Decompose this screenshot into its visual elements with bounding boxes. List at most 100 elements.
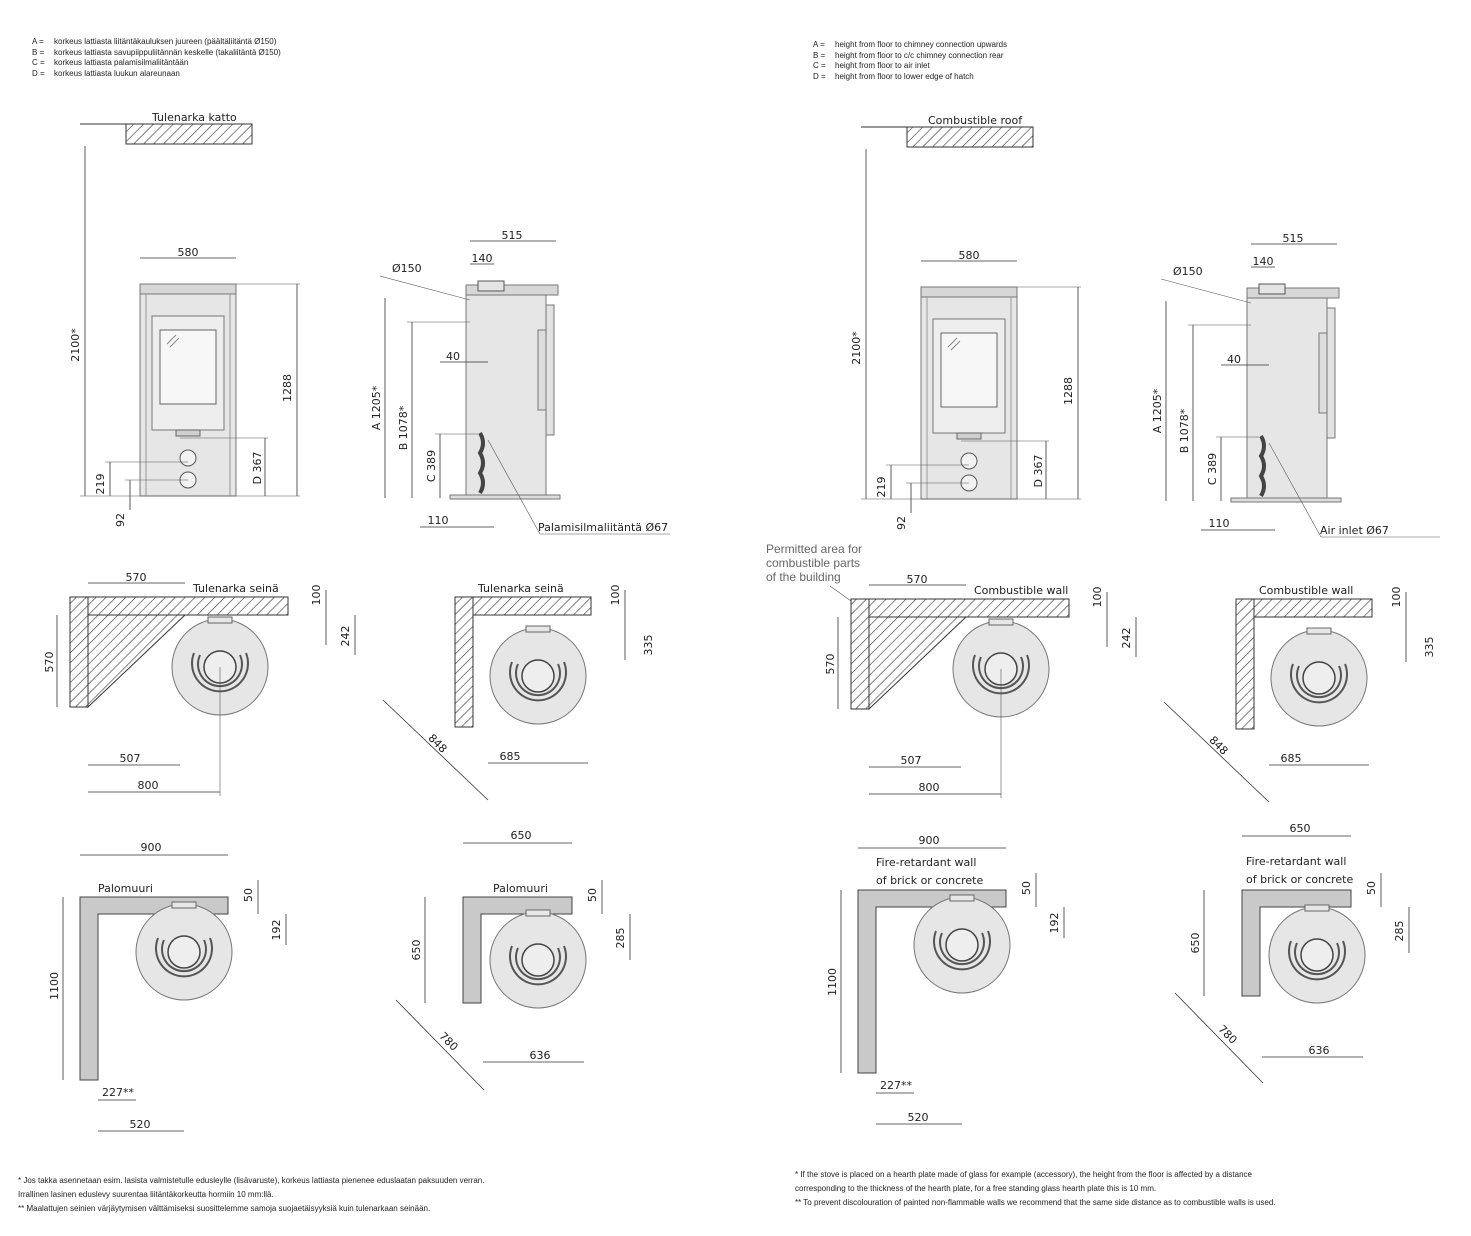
dim-650-side: 650: [1189, 933, 1202, 954]
dim-520: 520: [908, 1111, 929, 1124]
dim-40: 40: [446, 350, 460, 363]
dim-d367: D 367: [1032, 455, 1045, 488]
dim-a: A 1205*: [370, 385, 383, 430]
dim-335: 335: [642, 635, 655, 656]
dim-650-top: 650: [511, 829, 532, 842]
dim-242: 242: [1120, 628, 1133, 649]
firewall-label: Palomuuri: [493, 882, 548, 895]
dim-192: 192: [1048, 913, 1061, 934]
legend-key: A =: [813, 40, 825, 49]
roof-label: Combustible roof: [928, 114, 1023, 127]
dim-780: 780: [436, 1030, 460, 1054]
footnote: ** Maalattujen seinien värjäytymisen väl…: [18, 1204, 431, 1213]
legend-key: D =: [813, 71, 826, 81]
dim-780: 780: [1215, 1023, 1239, 1047]
legend-key: A =: [32, 37, 44, 46]
dim-285: 285: [614, 928, 627, 949]
legend-row: B = height from floor to c/c chimney conn…: [813, 51, 1007, 62]
permitted-area-label: combustible parts: [766, 556, 860, 570]
footnote: * If the stove is placed on a hearth pla…: [795, 1170, 1252, 1179]
dim-580: 580: [178, 246, 199, 259]
roof-label: Tulenarka katto: [151, 111, 237, 124]
firewall-label: Fire-retardant wall: [1246, 855, 1346, 868]
dim-40: 40: [1227, 353, 1241, 366]
legend-row: D =korkeus lattiasta luukun alareunaan: [32, 69, 281, 80]
dim-507: 507: [901, 754, 922, 767]
diagonal-wall-en: Combustible wall 100 335 848 685: [1163, 584, 1436, 803]
dim-800: 800: [919, 781, 940, 794]
side-elevation-fi: 515 140 Ø150 A 1205* B 1078* C 389 40 11…: [370, 229, 670, 535]
legend-text: korkeus lattiasta palamisilmaliitäntään: [54, 58, 189, 67]
legend-row: C =height from floor to air inlet: [813, 61, 1007, 72]
dim-140: 140: [1253, 255, 1274, 268]
dim-flue: Ø150: [1173, 265, 1203, 278]
dim-1288: 1288: [1062, 377, 1075, 405]
legend-text: korkeus lattiasta liitäntäkauluksen juur…: [54, 37, 277, 46]
dim-580: 580: [959, 249, 980, 262]
dim-1288: 1288: [281, 374, 294, 402]
footnote: Irrallinen lasinen eduslevy suurentaa li…: [18, 1190, 274, 1199]
legend-text: korkeus lattiasta luukun alareunaan: [54, 68, 180, 78]
legend-key: B =: [813, 50, 826, 60]
wall-label: Combustible wall: [974, 584, 1068, 597]
legend-text: height from floor to lower edge of hatch: [835, 71, 974, 81]
dim-100: 100: [1091, 587, 1104, 608]
dim-1100: 1100: [48, 972, 61, 1000]
dim-b: B 1078*: [1178, 408, 1191, 453]
footnote: ** To prevent discolouration of painted …: [795, 1198, 1276, 1207]
dim-92: 92: [114, 513, 127, 527]
dim-c: C 389: [425, 450, 438, 482]
dim-685: 685: [500, 750, 521, 763]
dim-570-top: 570: [126, 571, 147, 584]
legend-text: height from floor to c/c chimney connect…: [835, 50, 1004, 60]
legend-row: A = korkeus lattiasta liitäntäkauluksen j…: [32, 37, 281, 48]
permitted-area-label: Permitted area for: [766, 542, 862, 556]
dim-50: 50: [1020, 881, 1033, 895]
dim-50: 50: [242, 888, 255, 902]
dim-227: 227**: [102, 1086, 134, 1099]
dim-219: 219: [94, 474, 107, 495]
dim-650-top: 650: [1290, 822, 1311, 835]
legend-text: height from floor to air inlet: [835, 61, 930, 70]
dim-219: 219: [875, 477, 888, 498]
dim-92: 92: [895, 516, 908, 530]
inlet-label: Air inlet Ø67: [1320, 524, 1389, 537]
dim-848: 848: [425, 732, 449, 756]
dim-2100: 2100*: [850, 331, 863, 365]
footnotes-en: * If the stove is placed on a hearth pla…: [795, 1168, 1276, 1210]
legend-text: korkeus lattiasta savupiippuliitännän ke…: [54, 47, 281, 57]
dim-650-side: 650: [410, 940, 423, 961]
dim-140: 140: [472, 252, 493, 265]
front-elevation-en: 2100* 580 1288 D 367 219 92: [850, 149, 1081, 530]
firewall-diagonal-fi: 650 Palomuuri 650 50 285 780 636: [395, 829, 631, 1091]
dim-515: 515: [502, 229, 523, 242]
front-elevation-fi: 2100* 580 1288 D 367 219 92: [69, 146, 300, 527]
dim-242: 242: [339, 626, 352, 647]
footnote: corresponding to the thickness of the he…: [795, 1184, 1157, 1193]
dim-335: 335: [1423, 637, 1436, 658]
dim-570-side: 570: [43, 652, 56, 673]
firewall-label: Fire-retardant wall: [876, 856, 976, 869]
dim-100: 100: [609, 585, 622, 606]
dim-570-top: 570: [907, 573, 928, 586]
firewall-label: Palomuuri: [98, 882, 153, 895]
dim-flue: Ø150: [392, 262, 422, 275]
dim-192: 192: [270, 920, 283, 941]
firewall-label: of brick or concrete: [1246, 873, 1353, 886]
dim-800: 800: [138, 779, 159, 792]
dim-b: B 1078*: [397, 405, 410, 450]
legend-row: C =korkeus lattiasta palamisilmaliitäntä…: [32, 58, 281, 69]
legend-row: A =height from floor to chimney connecti…: [813, 40, 1007, 51]
corner-wall-en: Permitted area for combustible parts of …: [766, 542, 1137, 798]
dim-636: 636: [1309, 1044, 1330, 1057]
dim-520: 520: [130, 1118, 151, 1131]
dim-900: 900: [919, 834, 940, 847]
dim-685: 685: [1281, 752, 1302, 765]
dim-d367: D 367: [251, 452, 264, 485]
dim-2100: 2100*: [69, 328, 82, 362]
dim-227: 227**: [880, 1079, 912, 1092]
dim-50: 50: [1365, 881, 1378, 895]
dim-570-side: 570: [824, 654, 837, 675]
dim-515: 515: [1283, 232, 1304, 245]
